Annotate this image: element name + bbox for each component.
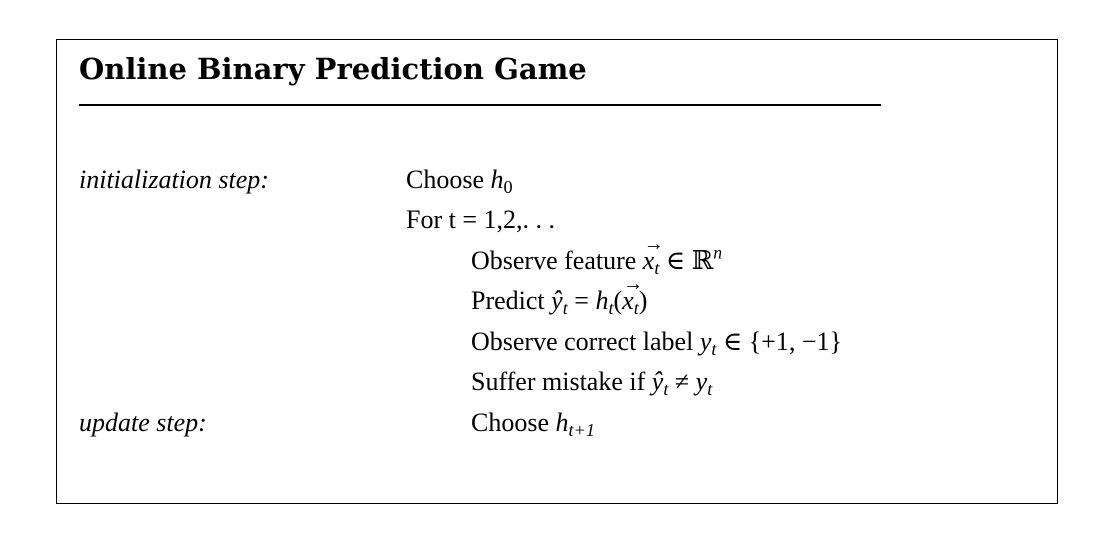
subscript-t-plus-1: t+1 bbox=[568, 420, 595, 441]
choose-h0-line: Choose h0 bbox=[406, 165, 513, 198]
algorithm-title: Online Binary Prediction Game bbox=[79, 52, 587, 86]
x-symbol: x bbox=[642, 246, 655, 275]
observe-feature-line: Observe feature →xt ∈ ℝn bbox=[471, 233, 722, 279]
predict-line: Predict ŷt = ht(→xt) bbox=[471, 273, 648, 319]
subscript-t: t bbox=[562, 298, 568, 319]
in-symbol: ∈ bbox=[665, 246, 686, 275]
y-symbol: y bbox=[695, 367, 708, 396]
h-symbol: h bbox=[555, 408, 569, 437]
suffer-text: Suffer mistake if bbox=[471, 367, 646, 396]
x-vector: →x bbox=[622, 273, 643, 316]
subscript-t: t bbox=[633, 298, 639, 319]
subscript-t: t bbox=[711, 339, 717, 360]
subscript-t: t bbox=[654, 258, 660, 279]
reals-symbol: ℝ bbox=[691, 246, 714, 275]
y-symbol: y bbox=[699, 327, 712, 356]
x-symbol: x bbox=[622, 286, 634, 315]
update-label: update step: bbox=[79, 408, 207, 437]
suffer-line: Suffer mistake if ŷt ≠ yt bbox=[471, 367, 713, 400]
choose-text: Choose bbox=[406, 165, 484, 194]
title-rule bbox=[79, 104, 881, 106]
subscript-t: t bbox=[663, 379, 669, 400]
not-equal-symbol: ≠ bbox=[674, 367, 690, 396]
vector-arrow: → bbox=[623, 273, 644, 295]
x-vector: →x bbox=[642, 233, 664, 276]
equals-symbol: = bbox=[574, 286, 589, 315]
observe-label-line: Observe correct label yt ∈ {+1, −1} bbox=[471, 327, 842, 360]
vector-arrow: → bbox=[643, 233, 664, 255]
h-symbol: h bbox=[490, 165, 504, 194]
superscript-n: n bbox=[713, 242, 723, 263]
subscript-t: t bbox=[707, 379, 713, 400]
subscript-0: 0 bbox=[503, 177, 513, 198]
yhat-symbol: ŷ bbox=[551, 286, 563, 315]
choose-ht1-line: Choose ht+1 bbox=[471, 408, 595, 441]
predict-text: Predict bbox=[471, 286, 545, 315]
choose-text: Choose bbox=[471, 408, 549, 437]
observe-label-text: Observe correct label bbox=[471, 327, 694, 356]
initialization-label: initialization step: bbox=[79, 165, 269, 194]
for-loop-line: For t = 1,2,. . . bbox=[406, 205, 556, 234]
subscript-t: t bbox=[608, 298, 614, 319]
label-set: {+1, −1} bbox=[748, 327, 842, 356]
h-symbol: h bbox=[595, 286, 609, 315]
algorithm-box bbox=[56, 39, 1058, 504]
yhat-symbol: ŷ bbox=[651, 367, 664, 396]
in-symbol: ∈ bbox=[722, 327, 743, 356]
observe-feature-text: Observe feature bbox=[471, 246, 637, 275]
